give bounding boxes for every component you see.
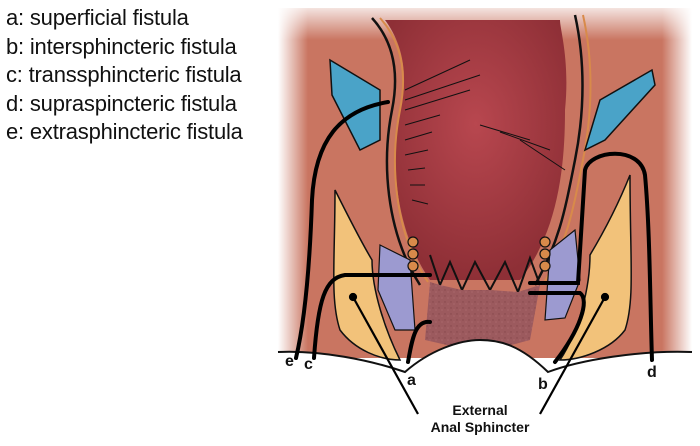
perineal-skin <box>278 340 692 446</box>
fistula-track-b <box>528 291 586 364</box>
fistula-track-c <box>312 273 432 360</box>
fistula-legend: a: superficial fistula b: intersphincter… <box>6 4 243 147</box>
legend-item-intersphincteric: b: intersphincteric fistula <box>6 33 237 59</box>
legend-item-extrasphincteric: e: extrasphincteric fistula <box>6 119 243 144</box>
levator-ani-left <box>329 58 381 152</box>
caption-line-1: External <box>452 402 508 418</box>
external-sphincter-right <box>558 174 632 361</box>
levator-ani-right <box>583 68 656 152</box>
legend-item-suprasphincteric: d: supraspincteric fistula <box>6 90 237 116</box>
fistula-tracks <box>294 100 654 364</box>
sphincter-pointer-lines <box>348 292 610 415</box>
caption-line-2: Anal Sphincter <box>430 419 530 435</box>
rectum <box>371 14 592 295</box>
marker-c: c <box>304 356 313 373</box>
marker-e: e <box>285 353 294 370</box>
marker-b: b <box>538 376 548 393</box>
fistula-track-a <box>406 319 432 364</box>
anal-canal <box>425 282 540 348</box>
internal-sphincter-left <box>377 244 416 331</box>
external-anal-sphincter-caption: External Anal Sphincter <box>410 402 550 436</box>
legend-item-transsphincteric: c: transsphincteric fistula <box>6 62 242 87</box>
legend-item-superficial: a: superficial fistula <box>6 5 189 30</box>
marker-d: d <box>647 364 657 381</box>
fistula-track-e <box>294 100 390 360</box>
anal-glands <box>407 236 551 272</box>
fistula-track-d <box>528 151 654 362</box>
marker-a: a <box>407 372 416 389</box>
